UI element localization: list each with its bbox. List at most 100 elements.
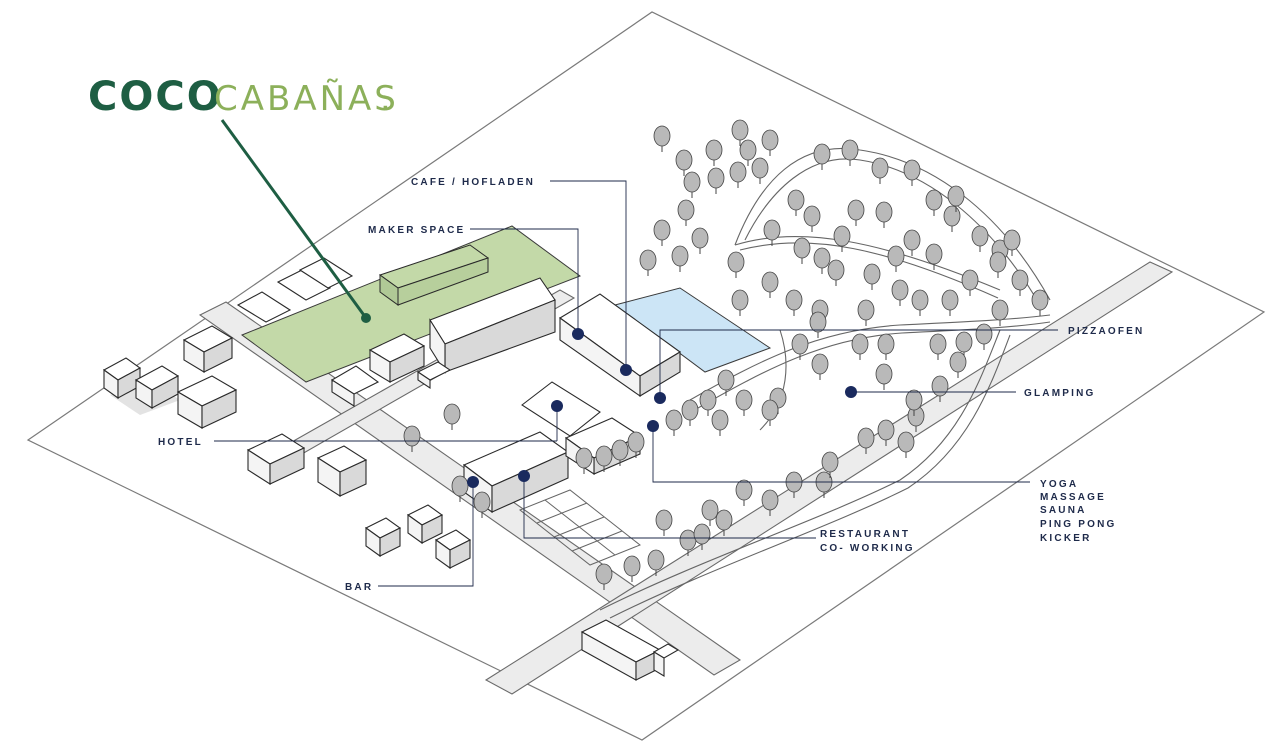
tree-icon xyxy=(729,161,747,183)
tree-icon xyxy=(679,529,697,551)
tree-icon xyxy=(931,375,949,397)
tree-icon xyxy=(903,159,921,181)
label-restaurant: RESTAURANT xyxy=(820,529,910,540)
logo-dot: . xyxy=(380,79,394,119)
tree-icon xyxy=(857,299,875,321)
tree-icon xyxy=(761,399,779,421)
forest-paths xyxy=(599,148,1051,619)
tree-icon xyxy=(787,189,805,211)
tree-icon xyxy=(707,167,725,189)
tree-icon xyxy=(809,311,827,333)
tree-icon xyxy=(681,399,699,421)
tree-icon xyxy=(731,119,749,141)
leader-lines xyxy=(214,180,1058,587)
label-yoga: YOGA xyxy=(1040,479,1078,490)
tree-icon xyxy=(905,389,923,411)
label-bar: BAR xyxy=(345,582,373,593)
label-cafe: CAFE / HOFLADEN xyxy=(411,177,535,188)
tree-icon xyxy=(903,229,921,251)
tree-icon xyxy=(877,419,895,441)
label-ping-pong: PING PONG xyxy=(1040,519,1116,530)
tree-icon xyxy=(1011,269,1029,291)
tree-icon xyxy=(761,129,779,151)
tree-icon xyxy=(761,489,779,511)
tree-icon xyxy=(693,523,711,545)
tree-icon xyxy=(803,205,821,227)
label-massage: MASSAGE xyxy=(1040,492,1106,503)
tree-icon xyxy=(811,353,829,375)
tree-icon xyxy=(677,199,695,221)
tree-icon xyxy=(639,249,657,271)
label-pizzaofen: PIZZAOFEN xyxy=(1068,326,1144,337)
tree-icon xyxy=(735,479,753,501)
logo-pointer-line xyxy=(220,119,368,319)
tree-icon xyxy=(791,333,809,355)
tree-icon xyxy=(717,369,735,391)
tree-icon xyxy=(989,251,1007,273)
plaza-buildings xyxy=(330,333,452,408)
marker-restaurant[interactable] xyxy=(518,470,530,482)
tree-icon xyxy=(863,263,881,285)
tree-icon xyxy=(705,139,723,161)
logo: COCO CABAÑAS . xyxy=(88,74,399,120)
marker-cafe[interactable] xyxy=(620,364,632,376)
tree-icon xyxy=(833,225,851,247)
tree-icon xyxy=(451,475,469,497)
tree-icon xyxy=(955,331,973,353)
label-glamping: GLAMPING xyxy=(1024,388,1096,399)
terrace-grid xyxy=(519,489,641,566)
tree-icon xyxy=(887,245,905,267)
label-sauna: SAUNA xyxy=(1040,505,1087,516)
label-co-working: CO- WORKING xyxy=(820,543,915,554)
tree-icon xyxy=(715,509,733,531)
tree-icon xyxy=(701,499,719,521)
tree-icon xyxy=(665,409,683,431)
label-maker-space: MAKER SPACE xyxy=(368,225,465,236)
tree-icon xyxy=(595,563,613,585)
tree-icon xyxy=(1031,289,1049,311)
tree-icon xyxy=(403,425,421,447)
tree-icon xyxy=(683,171,701,193)
tree-icon xyxy=(655,509,673,531)
tree-icon xyxy=(841,139,859,161)
marker-glamping[interactable] xyxy=(845,386,857,398)
maker-hall xyxy=(429,277,556,374)
marker-bar[interactable] xyxy=(467,476,479,488)
tree-icon xyxy=(813,143,831,165)
tree-icon xyxy=(821,451,839,473)
tree-icon xyxy=(943,205,961,227)
tree-icon xyxy=(975,323,993,345)
tree-icon xyxy=(877,333,895,355)
marker-pizzaofen[interactable] xyxy=(654,392,666,404)
tree-icon xyxy=(595,445,613,467)
map-labels: CAFE / HOFLADEN MAKER SPACE PIZZAOFEN GL… xyxy=(158,177,1144,593)
marker-maker-space[interactable] xyxy=(572,328,584,340)
label-kicker: KICKER xyxy=(1040,533,1092,544)
tree-icon xyxy=(929,333,947,355)
marker-yoga[interactable] xyxy=(647,420,659,432)
maker-space-pin xyxy=(361,313,371,323)
tree-icon xyxy=(647,549,665,571)
tree-icon xyxy=(941,289,959,311)
marker-hotel[interactable] xyxy=(551,400,563,412)
tree-icon xyxy=(875,201,893,223)
tree-icon xyxy=(731,289,749,311)
tree-icon xyxy=(691,227,709,249)
tree-icon xyxy=(785,289,803,311)
logo-text-light: CABAÑAS xyxy=(214,79,399,119)
tree-icon xyxy=(735,389,753,411)
tree-icon xyxy=(891,279,909,301)
tree-icon xyxy=(947,185,965,207)
label-hotel: HOTEL xyxy=(158,437,203,448)
tree-icon xyxy=(857,427,875,449)
tree-icon xyxy=(875,363,893,385)
tree-icon xyxy=(611,439,629,461)
maker-building xyxy=(378,244,490,306)
tree-icon xyxy=(671,245,689,267)
tree-icon xyxy=(627,431,645,453)
tree-icon xyxy=(793,237,811,259)
tree-icon xyxy=(971,225,989,247)
bottom-building xyxy=(580,619,680,681)
bar-houses xyxy=(364,504,472,570)
